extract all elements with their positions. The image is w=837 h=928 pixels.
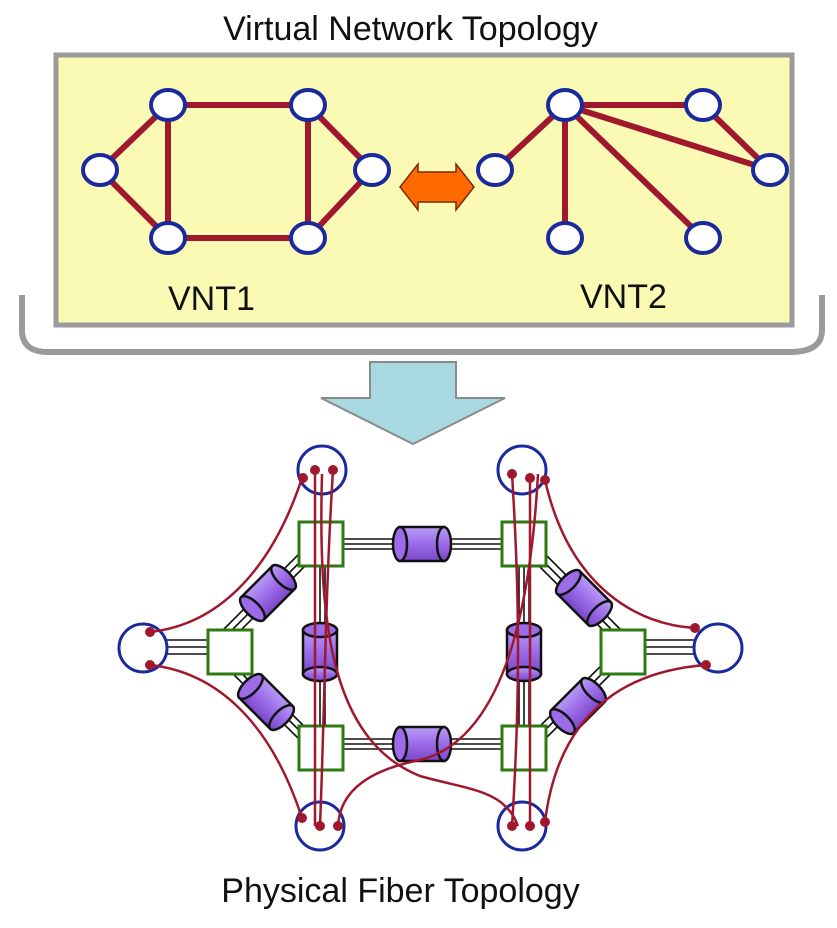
amplifier-icon <box>548 676 608 736</box>
virtual-topology-title: Virtual Network Topology <box>223 10 598 48</box>
endpoint-dot <box>328 465 338 475</box>
amplifier-icon <box>238 563 298 623</box>
endpoint-dot <box>525 821 535 831</box>
physical-node <box>496 444 548 496</box>
endpoint-dot <box>145 627 155 637</box>
down-arrow-icon <box>320 361 506 446</box>
endpoint-dot <box>540 475 550 485</box>
vnt1-node <box>149 221 187 255</box>
vnt1-node <box>289 221 327 255</box>
grouping-bracket <box>19 295 825 355</box>
vnt2-nodes <box>476 88 789 255</box>
amplifiers <box>236 525 614 763</box>
lightpath-endpoints <box>145 465 711 831</box>
endpoint-dot <box>507 821 517 831</box>
amplifier-icon <box>236 672 296 732</box>
endpoint-dot <box>297 813 307 823</box>
physical-nodes <box>117 444 744 852</box>
vnt2-node <box>476 153 514 187</box>
switch-icon <box>500 520 548 568</box>
vnt1-node <box>289 88 327 122</box>
endpoint-dot <box>507 469 517 479</box>
vnt2-label: VNT2 <box>580 278 667 316</box>
physical-topology-title: Physical Fiber Topology <box>221 872 580 910</box>
amplifier-icon <box>391 725 453 763</box>
endpoint-dot <box>690 623 700 633</box>
amplifier-icon <box>301 621 339 683</box>
endpoint-dot <box>333 821 343 831</box>
amplifier-icon <box>554 568 614 628</box>
endpoint-dot <box>540 817 550 827</box>
amplifier-icon <box>391 525 453 563</box>
switch-icon <box>599 628 647 676</box>
vnt1-nodes <box>81 88 391 255</box>
vnt2-node <box>684 88 722 122</box>
endpoint-dot <box>315 821 325 831</box>
vnt1-node <box>149 88 187 122</box>
physical-node <box>496 800 548 852</box>
endpoint-dot <box>701 660 711 670</box>
switch-icon <box>206 628 254 676</box>
swap-arrow-icon <box>399 161 475 213</box>
switch-icon <box>500 724 548 772</box>
physical-node <box>117 622 169 674</box>
amplifier-icon <box>505 621 543 683</box>
endpoint-dot <box>145 660 155 670</box>
vnt1-node <box>353 153 391 187</box>
endpoint-dot <box>310 465 320 475</box>
vnt2-node <box>546 221 584 255</box>
vnt1-node <box>81 153 119 187</box>
vnt1-label: VNT1 <box>168 280 255 318</box>
vnt2-node <box>751 153 789 187</box>
vnt2-node <box>546 88 584 122</box>
endpoint-dot <box>525 473 535 483</box>
endpoint-dot <box>298 473 308 483</box>
lightpaths <box>149 469 707 827</box>
vnt2-node <box>684 221 722 255</box>
